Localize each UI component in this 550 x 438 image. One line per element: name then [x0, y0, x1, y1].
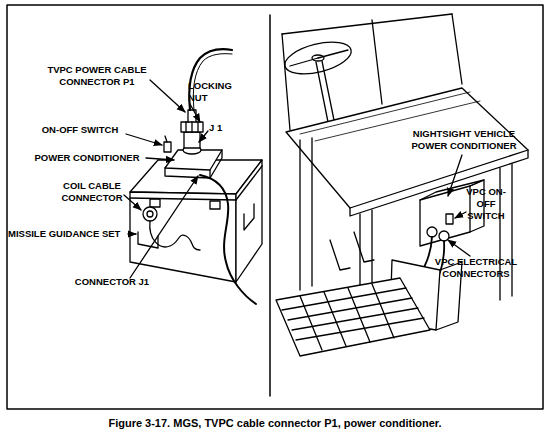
vehicle-interior-drawing	[276, 14, 528, 356]
callout-label: NIGHTSIGHT VEHICLE POWER CONDITIONER	[404, 128, 524, 152]
callout-label: MISSILE GUIDANCE SET	[8, 228, 134, 240]
figure-caption: Figure 3-17. MGS, TVPC cable connector P…	[0, 416, 550, 430]
leader-lines-right	[448, 155, 470, 256]
callout-label: TVPC POWER CABLE CONNECTOR P1	[42, 64, 152, 88]
leader-lines	[124, 80, 208, 278]
callout-label: VPC ELECTRICAL CONNECTORS	[424, 256, 528, 280]
figure-frame	[7, 5, 543, 409]
panel-divider	[269, 15, 271, 396]
callout-label: VPC ON-OFF SWITCH	[460, 186, 512, 222]
callout-label: CONNECTOR J1	[66, 276, 158, 288]
callout-label: LOCKING NUT	[188, 80, 238, 104]
callout-label: J 1	[209, 122, 239, 134]
missile-guidance-set-drawing	[130, 49, 262, 304]
callout-label: POWER CONDITIONER	[26, 152, 148, 164]
callout-label: ON-OFF SWITCH	[30, 124, 130, 136]
callout-label: COIL CABLE CONNECTOR	[56, 180, 128, 204]
